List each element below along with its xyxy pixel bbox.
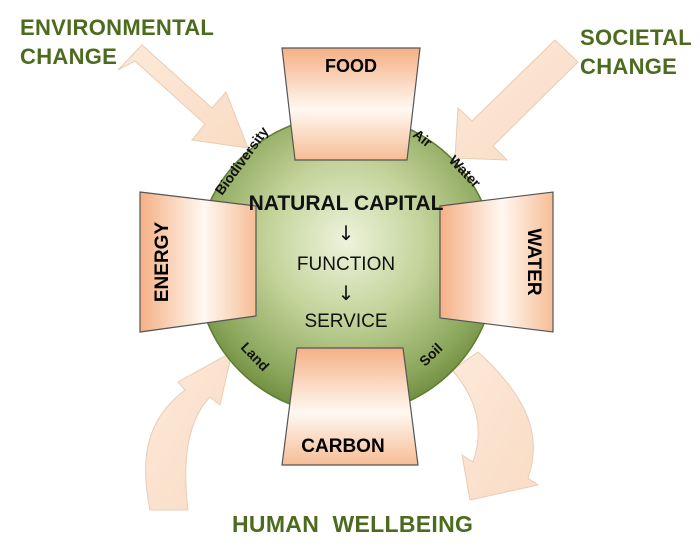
human-wellbeing-label: HUMAN WELLBEING [232, 510, 473, 539]
carbon-trapezoid [281, 347, 419, 466]
environmental-change-arrow [117, 44, 249, 149]
societal-change-line1: SOCIETAL [580, 25, 692, 50]
environmental-change-label: ENVIRONMENTAL CHANGE [20, 13, 214, 71]
water-label: WATER [523, 228, 544, 295]
human-wellbeing-output-arrow [451, 351, 540, 501]
food-label: FOOD [325, 56, 377, 76]
societal-change-arrow [454, 39, 579, 161]
societal-change-label: SOCIETAL CHANGE [580, 23, 692, 81]
environmental-change-line1: ENVIRONMENTAL [20, 15, 215, 40]
function-label: FUNCTION [297, 254, 395, 275]
societal-change-line2: CHANGE [580, 54, 678, 79]
human-wellbeing-input-arrow [145, 351, 233, 511]
carbon-label: CARBON [301, 436, 384, 457]
energy-trapezoid [139, 191, 257, 333]
energy-label: ENERGY [152, 222, 173, 303]
service-label: SERVICE [304, 311, 387, 332]
environmental-change-line2: CHANGE [20, 44, 118, 69]
natural-capital-title: NATURAL CAPITAL [249, 192, 444, 215]
water-trapezoid [439, 191, 554, 333]
arrow-down-icon: ↓ [338, 221, 355, 245]
food-trapezoid [281, 47, 421, 161]
human-wellbeing-text: HUMAN WELLBEING [232, 511, 474, 537]
arrow-down-icon: ↓ [338, 281, 355, 305]
